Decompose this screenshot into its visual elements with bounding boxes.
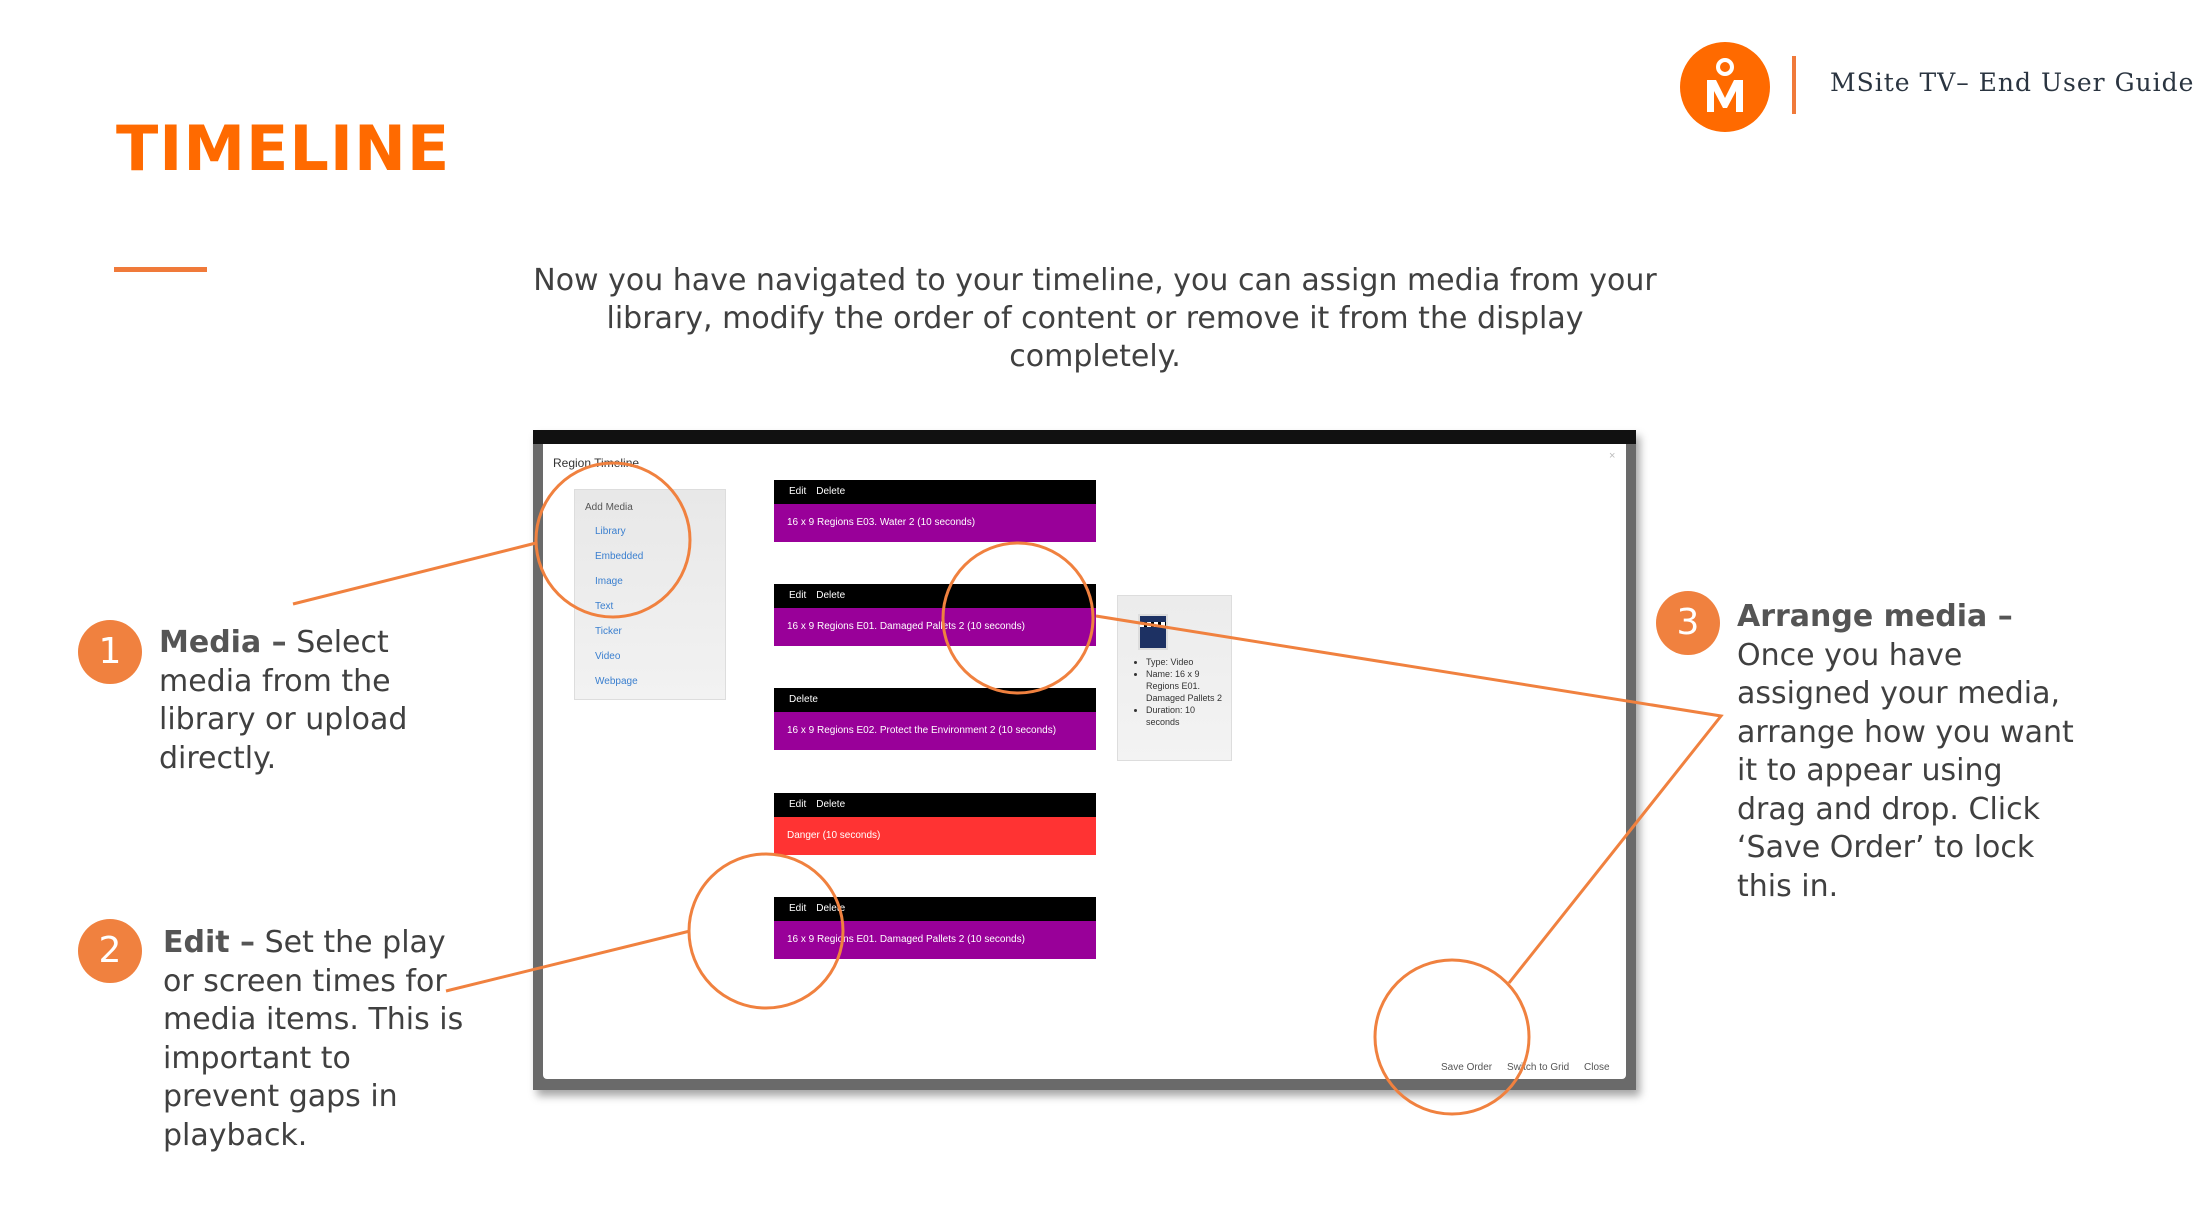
add-embedded-link[interactable]: Embedded bbox=[595, 551, 644, 562]
timeline-item[interactable]: Edit Delete 16 x 9 Regions E01. Damaged P… bbox=[774, 897, 1096, 959]
callout-heading: Arrange media – bbox=[1737, 599, 2013, 634]
add-media-panel: Add Media Library Embedded Image Text Ti… bbox=[574, 489, 726, 700]
msite-logo bbox=[1680, 42, 1770, 132]
callout-text: Once you have assigned your media, arran… bbox=[1737, 637, 2074, 904]
edit-link[interactable]: Edit bbox=[789, 799, 807, 810]
callout-badge-3: 3 bbox=[1656, 591, 1720, 655]
preview-type: Type: Video bbox=[1146, 656, 1225, 668]
timeline-screenshot: Region Timeline × Add Media Library Embe… bbox=[533, 430, 1636, 1090]
add-media-heading: Add Media bbox=[585, 502, 633, 513]
item-label: 16 x 9 Regions E01. Damaged Pallets 2 (1… bbox=[774, 608, 1096, 646]
modal-close-icon[interactable]: × bbox=[1609, 450, 1616, 462]
preview-duration: Duration: 10 seconds bbox=[1146, 704, 1225, 728]
callout-badge-1: 1 bbox=[78, 620, 142, 684]
save-order-button[interactable]: Save Order bbox=[1441, 1062, 1493, 1073]
callout-heading: Edit – bbox=[163, 925, 256, 960]
delete-link[interactable]: Delete bbox=[816, 590, 846, 601]
region-timeline-modal: Region Timeline × Add Media Library Embe… bbox=[543, 444, 1626, 1079]
page-title: TIMELINE bbox=[116, 112, 451, 185]
delete-link[interactable]: Delete bbox=[816, 799, 846, 810]
callout-media: Media – Select media from the library or… bbox=[159, 624, 459, 778]
delete-link[interactable]: Delete bbox=[816, 486, 846, 497]
item-label: 16 x 9 Regions E01. Damaged Pallets 2 (1… bbox=[774, 921, 1096, 959]
preview-name: Name: 16 x 9 Regions E01. Damaged Pallet… bbox=[1146, 668, 1225, 704]
delete-link[interactable]: Delete bbox=[789, 694, 818, 705]
add-ticker-link[interactable]: Ticker bbox=[595, 626, 622, 637]
callout-text: Select media from the library or upload … bbox=[159, 625, 408, 776]
timeline-item[interactable]: Delete 16 x 9 Regions E02. Protect the E… bbox=[774, 688, 1096, 750]
add-video-link[interactable]: Video bbox=[595, 651, 621, 662]
edit-link[interactable]: Edit bbox=[789, 590, 807, 601]
edit-link[interactable]: Edit bbox=[789, 903, 807, 914]
edit-link[interactable]: Edit bbox=[789, 486, 807, 497]
connector-line-1 bbox=[292, 541, 537, 606]
app-top-bar bbox=[533, 430, 1636, 444]
header-divider bbox=[1792, 56, 1796, 114]
close-button[interactable]: Close bbox=[1584, 1062, 1610, 1073]
add-library-link[interactable]: Library bbox=[595, 526, 626, 537]
item-label: Danger (10 seconds) bbox=[774, 817, 1096, 855]
intro-text: Now you have navigated to your timeline,… bbox=[533, 263, 1657, 374]
delete-link[interactable]: Delete bbox=[816, 903, 846, 914]
switch-to-grid-button[interactable]: Switch to Grid bbox=[1507, 1062, 1570, 1073]
timeline-item[interactable]: Edit Delete Danger (10 seconds) bbox=[774, 793, 1096, 855]
timeline-item[interactable]: Edit Delete 16 x 9 Regions E03. Water 2 (… bbox=[774, 480, 1096, 542]
video-clapper-icon bbox=[1138, 614, 1168, 650]
modal-title: Region Timeline bbox=[553, 456, 640, 470]
logo-icon bbox=[1707, 58, 1743, 112]
callout-heading: Media – bbox=[159, 625, 287, 660]
add-webpage-link[interactable]: Webpage bbox=[595, 676, 638, 687]
callout-badge-2: 2 bbox=[78, 919, 142, 983]
title-underline bbox=[114, 267, 207, 272]
callout-text: Set the play or screen times for media i… bbox=[163, 925, 464, 1153]
item-label: 16 x 9 Regions E03. Water 2 (10 seconds) bbox=[774, 504, 1096, 542]
add-image-link[interactable]: Image bbox=[595, 576, 623, 587]
media-preview-panel: Type: Video Name: 16 x 9 Regions E01. Da… bbox=[1117, 595, 1232, 761]
callout-edit: Edit – Set the play or screen times for … bbox=[163, 924, 473, 1155]
timeline-item[interactable]: Edit Delete 16 x 9 Regions E01. Damaged P… bbox=[774, 584, 1096, 646]
add-text-link[interactable]: Text bbox=[595, 601, 614, 612]
guide-title: MSite TV– End User Guide bbox=[1830, 68, 2195, 97]
item-label: 16 x 9 Regions E02. Protect the Environm… bbox=[774, 712, 1096, 750]
callout-arrange: Arrange media – Once you have assigned y… bbox=[1737, 598, 2077, 906]
